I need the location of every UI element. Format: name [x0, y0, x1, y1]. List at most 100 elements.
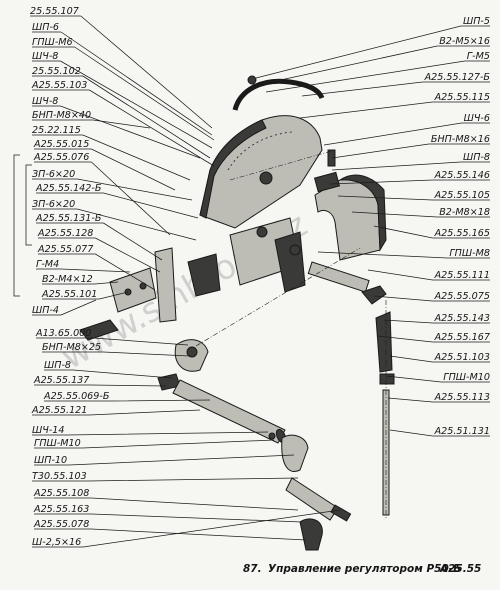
- leader-line: [383, 319, 490, 324]
- part-label-left: А25.55.163: [33, 504, 89, 515]
- part-label-right: А25.51.131: [434, 426, 490, 437]
- part-label-right: А25.55.111: [434, 270, 490, 281]
- washer-part: [268, 432, 276, 440]
- leader-line: [36, 268, 131, 273]
- axis-line: [195, 247, 361, 347]
- leader-line: [299, 101, 490, 119]
- leader-line: [329, 179, 490, 185]
- leader-line: [34, 528, 307, 541]
- leader-line: [255, 25, 490, 79]
- leader-line: [38, 237, 161, 273]
- leader-line: [389, 355, 490, 363]
- leader-line: [36, 192, 199, 219]
- part-label-left: А25.55.142-Б: [35, 183, 102, 194]
- leader-line: [261, 45, 490, 85]
- leader-line: [36, 222, 163, 261]
- part-label-left: ШП-4: [32, 305, 59, 316]
- part-label-left: ШП-8: [44, 360, 71, 371]
- part-label-right: А25.55.167: [434, 332, 491, 343]
- leader-line: [32, 477, 299, 482]
- leader-line: [373, 225, 490, 239]
- part-label-right: А25.55.127-Б: [424, 72, 491, 83]
- part-label-left: ШП-10: [34, 455, 67, 466]
- leader-line: [30, 15, 213, 129]
- part-label-left: А25.55.131-Б: [35, 213, 102, 224]
- group-bracket: [13, 154, 20, 297]
- leader-line: [317, 251, 490, 259]
- part-label-left: ГПШ-М10: [34, 438, 81, 449]
- leader-line: [36, 337, 189, 346]
- leader-line: [301, 81, 490, 97]
- part-label-left: А25.55.108: [33, 488, 89, 499]
- sector-pivot-part: [259, 171, 273, 185]
- part-label-left: ГПШ-М6: [32, 37, 73, 48]
- part-label-right: В2-М8×18: [439, 207, 490, 218]
- sector-teeth-part: [227, 131, 293, 171]
- part-label-left: ШЧ-8: [32, 51, 58, 62]
- leader-line: [44, 399, 211, 402]
- part-label-left: 25.22.115: [32, 125, 81, 136]
- part-label-right: ШЧ-6: [464, 113, 490, 124]
- part-label-right: А25.51.103: [434, 352, 490, 363]
- part-label-left: А25.55.128: [37, 228, 93, 239]
- leader-line: [389, 429, 490, 437]
- leader-line: [373, 295, 490, 302]
- leader-line: [32, 409, 201, 416]
- lower-lever-part: [281, 434, 309, 472]
- part-label-left: 25.55.102: [32, 66, 81, 77]
- leader-line: [337, 195, 490, 201]
- leader-line: [34, 148, 176, 191]
- threaded-rod-part: [375, 311, 393, 373]
- part-label-right: А25.55.143: [434, 313, 490, 324]
- part-label-right: ШП-8: [463, 152, 490, 163]
- part-label-left: А25.55.121: [31, 405, 87, 416]
- leader-line: [32, 105, 201, 159]
- leader-line: [32, 46, 215, 141]
- spring-part: [232, 78, 325, 111]
- leader-line: [34, 454, 295, 466]
- short-shaft-part: [307, 261, 370, 293]
- part-label-left: ЗП-6×20: [32, 169, 75, 180]
- part-label-right: А25.55.113: [434, 392, 490, 403]
- leader-line: [32, 431, 269, 436]
- part-label-right: А25.55.105: [434, 190, 490, 201]
- leader-line: [42, 291, 129, 300]
- tube-part: [172, 379, 286, 444]
- bolt-part-right: [327, 149, 336, 167]
- small-block-part: [313, 171, 341, 193]
- leader-line: [331, 161, 490, 171]
- right-label-column: ШП-5В2-М5×16Г-М5А25.55.127-БА25.55.115ШЧ…: [255, 16, 491, 437]
- sector-plate-part: [199, 115, 323, 229]
- leader-line: [367, 269, 490, 281]
- part-label-left: Г-М4: [36, 259, 59, 270]
- part-label-left: БНП-М8×40: [32, 110, 91, 121]
- part-label-left: ШЧ-14: [32, 425, 65, 436]
- sector-plate-edge: [199, 119, 267, 219]
- part-label-left: А25.55.015: [33, 139, 89, 150]
- leader-line: [34, 497, 299, 511]
- part-label-left: ЗП-6×20: [32, 199, 75, 210]
- leader-line: [32, 178, 193, 201]
- leader-line: [323, 122, 490, 146]
- bracket-bolt-part: [256, 226, 268, 238]
- saddle-bracket-part: [314, 179, 381, 261]
- screw-head-part: [247, 75, 257, 85]
- pin-part: [330, 504, 352, 522]
- leader-line: [32, 31, 213, 136]
- arm-hole-part: [186, 346, 198, 358]
- leader-line: [32, 208, 197, 241]
- part-label-left: А25.55.137: [33, 375, 90, 386]
- nut-part-right: [379, 373, 395, 385]
- part-label-left: А25.55.076: [33, 152, 89, 163]
- part-label-left: ШП-6: [32, 22, 59, 33]
- group-bracket: [25, 164, 32, 246]
- part-label-right: А25.55.146: [434, 170, 490, 181]
- caption-number: 87.: [243, 563, 262, 575]
- leader-line: [32, 75, 211, 159]
- leader-line: [34, 161, 171, 236]
- lever-arm-part: [274, 231, 306, 293]
- part-label-left: Т30.55.103: [32, 471, 87, 482]
- part-label-right: А25.55.075: [434, 291, 490, 302]
